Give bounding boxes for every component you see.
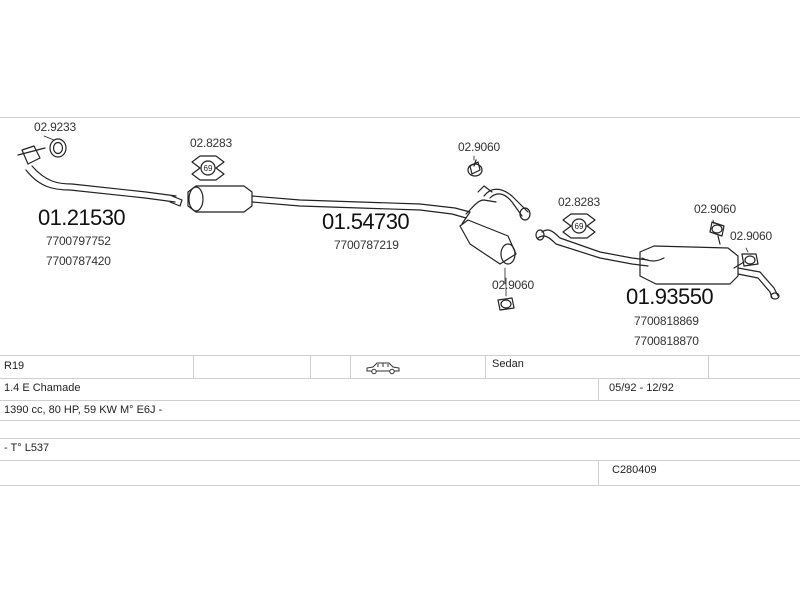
- ref-hanger-4-label: 02.9060: [730, 229, 772, 243]
- oem-number: 7700818870: [634, 334, 699, 348]
- table-line: [0, 438, 800, 439]
- oem-number: 7700787420: [46, 254, 111, 268]
- hanger-drawing-4: [733, 253, 759, 269]
- table-divider: [310, 355, 311, 378]
- ref-gasket-label: 02.9233: [34, 120, 76, 134]
- part-number-front-pipe: 01.21530: [38, 205, 126, 230]
- table-line: [0, 460, 800, 461]
- hanger-drawing-2: [497, 297, 515, 311]
- note-cell: - T° L537: [4, 442, 50, 454]
- oem-number: 7700818869: [634, 314, 699, 328]
- engine-cell: 1390 cc, 80 HP, 59 KW M° E6J -: [4, 404, 163, 416]
- ref-hanger-1-label: 02.9060: [458, 140, 500, 154]
- table-divider: [485, 355, 486, 378]
- table-divider: [598, 378, 599, 400]
- clamp-drawing-right: [562, 213, 596, 239]
- ref-clamp-right-label: 02.8283: [558, 195, 600, 209]
- part-number-middle-silencer: 01.54730: [322, 209, 410, 234]
- ref-clamp-left-label: 02.8283: [190, 136, 232, 150]
- hanger-drawing-3: [709, 221, 725, 245]
- table-divider: [598, 460, 599, 485]
- frame-top-line: [0, 117, 800, 118]
- ref-hanger-2-label: 02.9060: [492, 278, 534, 292]
- catalog-code-cell: C280409: [612, 464, 657, 476]
- model-cell: R19: [4, 360, 25, 372]
- production-years-cell: 05/92 - 12/92: [609, 382, 674, 394]
- table-divider: [350, 355, 351, 378]
- variant-cell: 1.4 E Chamade: [4, 382, 81, 394]
- car-icon: [366, 362, 400, 375]
- body-type-cell: Sedan: [492, 358, 524, 370]
- table-line: [0, 355, 800, 356]
- exhaust-diagram-svg: 69 69: [17, 135, 780, 311]
- table-divider: [193, 355, 194, 378]
- table-line: [0, 485, 800, 486]
- ref-hanger-3-label: 02.9060: [694, 202, 736, 216]
- clamp-badge-right: 69: [575, 222, 584, 231]
- clamp-drawing-left: [191, 155, 225, 181]
- gasket-ring-drawing: [49, 138, 67, 158]
- front-pipe-drawing: [17, 145, 183, 207]
- oem-number: 7700797752: [46, 234, 111, 248]
- hanger-drawing-1: [467, 159, 483, 177]
- table-line: [0, 400, 800, 401]
- rear-silencer-drawing: [535, 229, 780, 300]
- table-divider: [708, 355, 709, 378]
- part-number-rear-silencer: 01.93550: [626, 284, 714, 309]
- middle-silencer-drawing: [187, 185, 531, 265]
- table-line: [0, 378, 800, 379]
- clamp-badge-left: 69: [204, 164, 213, 173]
- table-line: [0, 420, 800, 421]
- leader-lines: [43, 135, 749, 297]
- oem-number: 7700787219: [334, 238, 399, 252]
